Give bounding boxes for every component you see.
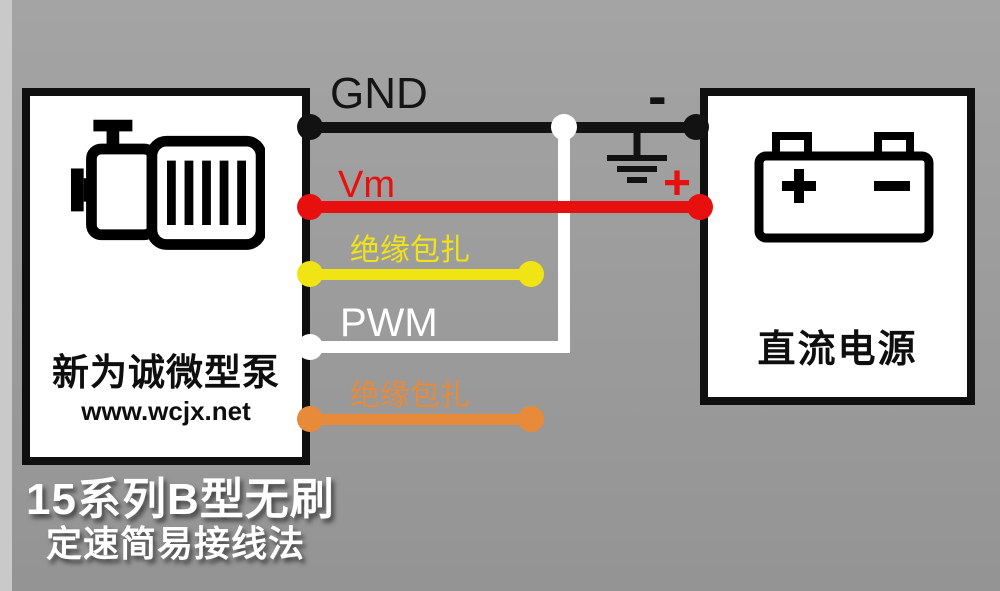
caption-line1: 15系列B型无刷 [26,475,335,524]
insulated-wire-yellow [310,269,531,280]
pwm-wire-vertical [558,122,570,353]
background-edge-strip [0,0,12,591]
pwm-wire-horizontal [310,341,570,353]
gnd-wire [310,122,700,133]
pwm-gnd-junction-dot [551,114,577,140]
pump-motor-icon [70,112,265,262]
pwm-label: PWM [340,301,438,345]
battery-icon [754,126,934,244]
gnd-terminal-dot-right [683,114,709,140]
gnd-label: GND [330,69,428,118]
power-supply-box: 直流电源 [700,88,975,405]
pump-box: 新为诚微型泵 www.wcjx.net [22,88,310,465]
yellow-wire-dot-left [297,261,323,287]
orange-wire-dot-end [518,406,544,432]
orange-wire-dot-left [297,406,323,432]
vm-terminal-dot-right [687,194,713,220]
vm-terminal-dot-left [297,194,323,220]
pump-website: www.wcjx.net [81,396,251,426]
insulation-label-yellow: 绝缘包扎 [350,234,470,267]
vm-label: Vm [338,164,395,206]
pwm-terminal-dot-left [297,334,323,360]
yellow-wire-dot-end [518,261,544,287]
gnd-terminal-dot-left [297,114,323,140]
caption-line2: 定速简易接线法 [46,523,306,564]
positive-sign: + [663,157,692,210]
insulation-label-orange: 绝缘包扎 [350,379,470,412]
vm-wire [310,201,702,213]
pump-name: 新为诚微型泵 [52,352,280,393]
insulated-wire-orange [310,414,531,425]
negative-sign: - [648,64,667,127]
power-supply-name: 直流电源 [757,329,918,371]
earth-ground-symbol [604,131,670,183]
